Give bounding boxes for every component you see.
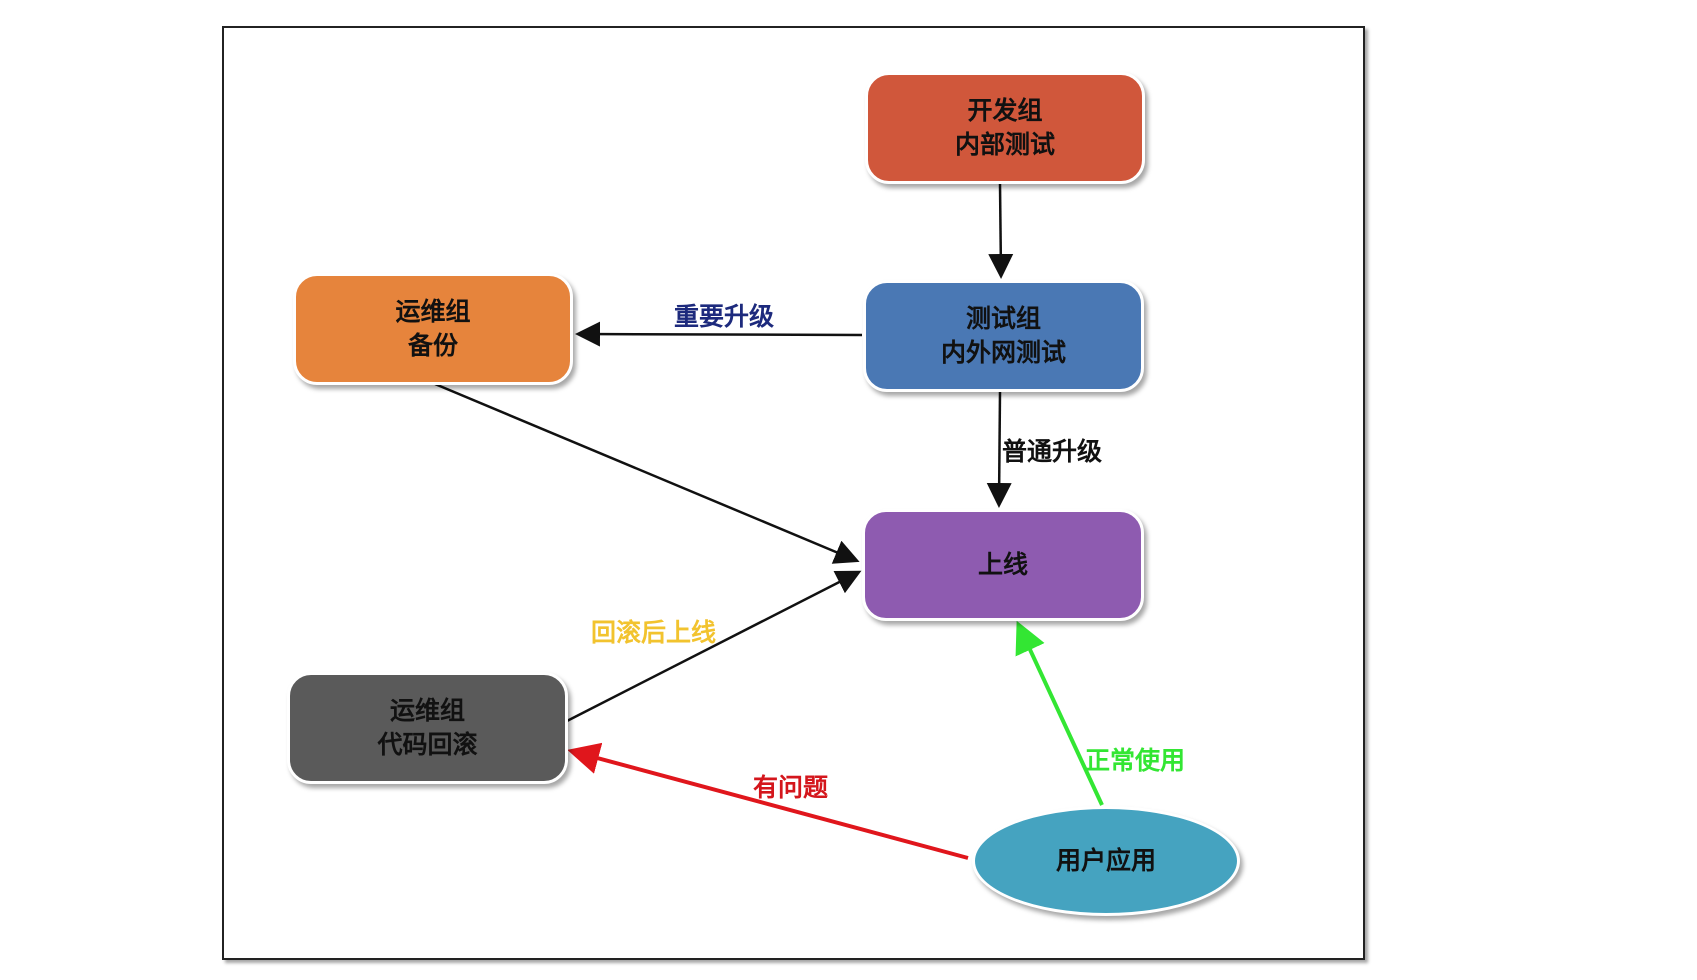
node-test-line2: 内外网测试 <box>940 338 1066 367</box>
edge-label-normal-upgrade: 普通升级 <box>1002 437 1103 466</box>
edge-test-to-online <box>986 391 1012 508</box>
edge-ops-rollback-to-online <box>564 570 862 724</box>
node-dev-line2: 内部测试 <box>954 130 1055 159</box>
node-ops-rollback-line2: 代码回滚 <box>377 730 478 759</box>
node-user-application: 用户应用 <box>972 806 1240 916</box>
edge-label-rollback-online: 回滚后上线 <box>591 618 717 647</box>
node-dev-internal-test: 开发组 内部测试 <box>865 72 1145 184</box>
edge-user-to-ops-rollback <box>567 742 969 860</box>
edge-label-normal-use: 正常使用 <box>1085 746 1186 775</box>
node-ops-backup-line1: 运维组 <box>395 297 471 326</box>
edge-label-problem: 有问题 <box>753 773 829 802</box>
edge-ops-backup-to-online <box>434 382 860 564</box>
diagram-frame <box>222 26 1365 960</box>
edge-test-to-ops-backup <box>575 321 863 347</box>
node-ops-backup: 运维组 备份 <box>293 273 573 385</box>
node-ops-rollback: 运维组 代码回滚 <box>287 672 568 784</box>
node-ops-backup-line2: 备份 <box>407 331 458 360</box>
node-user-label: 用户应用 <box>1055 846 1156 875</box>
node-dev-line1: 开发组 <box>967 96 1043 125</box>
node-online: 上线 <box>862 509 1144 621</box>
node-test-group: 测试组 内外网测试 <box>863 280 1144 392</box>
node-online-label: 上线 <box>977 550 1028 579</box>
node-ops-rollback-line1: 运维组 <box>389 696 465 725</box>
edge-user-to-online <box>1015 620 1104 806</box>
node-test-line1: 测试组 <box>965 304 1041 333</box>
edge-label-major-upgrade: 重要升级 <box>674 302 775 331</box>
edge-dev-to-test <box>988 183 1014 279</box>
